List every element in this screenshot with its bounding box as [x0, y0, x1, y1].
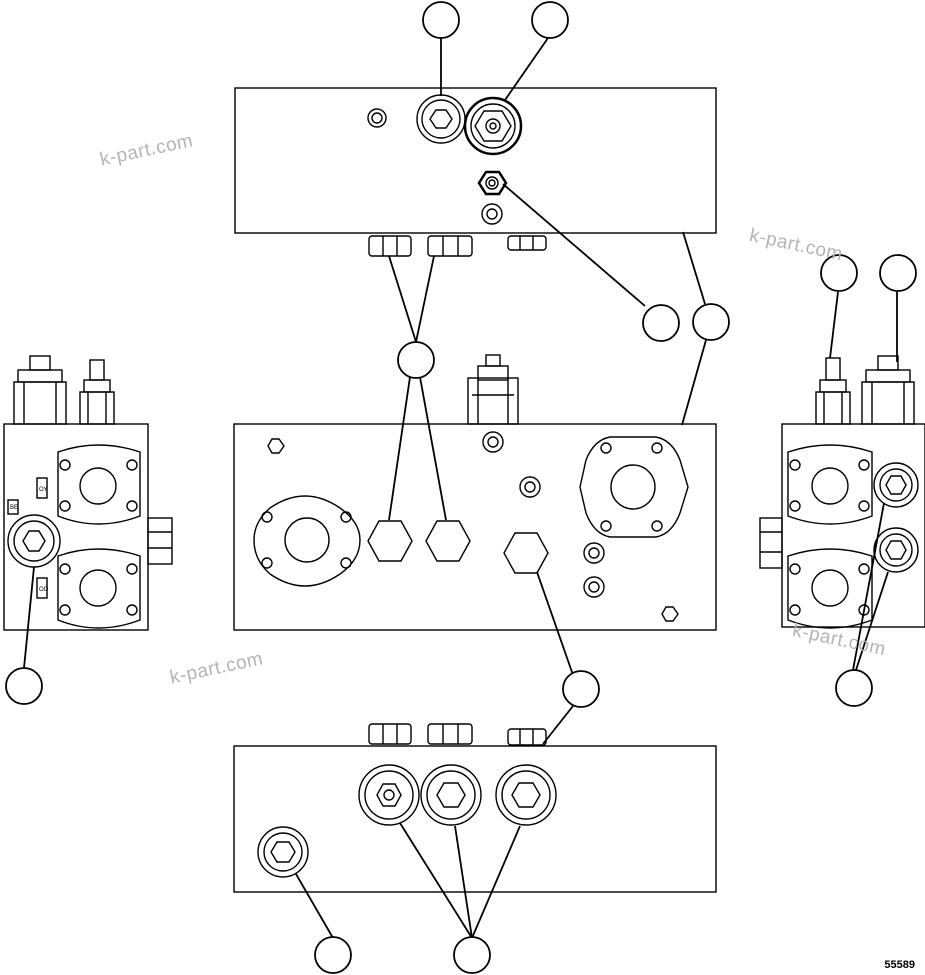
middle-block-body	[233, 423, 717, 631]
left-top-valve-a	[13, 355, 67, 425]
callout-bubble	[642, 304, 680, 342]
left-hex-plug	[7, 514, 61, 568]
callout-bubble	[820, 254, 858, 292]
top-small-port	[481, 203, 503, 225]
left-top-valve-b	[79, 359, 115, 425]
top-valve-block	[234, 87, 717, 257]
left-port-label-c: ΟΟ	[39, 587, 49, 593]
left-block-body	[3, 423, 149, 631]
bottom-valve-block	[233, 723, 717, 893]
callout-bubbles	[5, 1, 917, 974]
right-hex-plug-upper	[873, 462, 919, 508]
callout-bubble	[314, 936, 352, 974]
callout-bubble	[692, 303, 730, 341]
callout-bubble	[531, 1, 569, 39]
left-side-fitting	[147, 517, 173, 565]
callout-bubble	[835, 669, 873, 707]
top-hex-plug	[416, 94, 466, 144]
right-valve-block	[759, 355, 925, 629]
left-port-label-a: BE	[10, 505, 18, 511]
callout-bubble	[879, 254, 917, 292]
middle-top-valve	[467, 354, 519, 425]
top-hex-fitting	[463, 96, 523, 156]
left-valve-block: BE ΟΥ ΟΟ	[3, 355, 173, 631]
left-port-tags	[7, 477, 48, 599]
middle-hex-plugs	[367, 520, 549, 574]
right-side-fitting	[759, 517, 783, 569]
right-upper-flange	[787, 444, 873, 525]
left-upper-flange	[57, 444, 141, 525]
right-lower-flange	[787, 548, 873, 629]
callout-bubble	[422, 1, 460, 39]
right-top-valve-a	[815, 357, 851, 425]
middle-valve-block	[233, 354, 717, 631]
callout-bubble	[5, 667, 43, 705]
middle-left-flange	[253, 495, 361, 587]
left-port-label-b: ΟΥ	[39, 487, 47, 493]
bottom-plug-1	[358, 764, 420, 826]
top-small-plug	[367, 108, 387, 128]
right-block-body	[781, 423, 925, 628]
bottom-plug-4	[257, 826, 309, 878]
bottom-plug-2	[420, 764, 482, 826]
right-hex-plug-lower	[873, 527, 919, 573]
top-small-valve	[477, 170, 508, 196]
callout-bubble	[562, 670, 600, 708]
callout-bubble	[397, 341, 435, 379]
leader-lines	[23, 37, 898, 939]
callout-bubble	[453, 936, 491, 974]
bottom-plug-3	[495, 764, 557, 826]
top-block-nuts	[368, 235, 547, 257]
bottom-block-nuts	[368, 723, 547, 746]
left-lower-flange	[57, 548, 141, 629]
middle-small-ports	[267, 431, 679, 622]
drawing-code: 55589	[884, 959, 915, 971]
right-top-valve-b	[861, 355, 915, 425]
bottom-block-body	[233, 745, 717, 893]
top-block-body	[234, 87, 717, 234]
middle-right-flange	[579, 436, 689, 538]
